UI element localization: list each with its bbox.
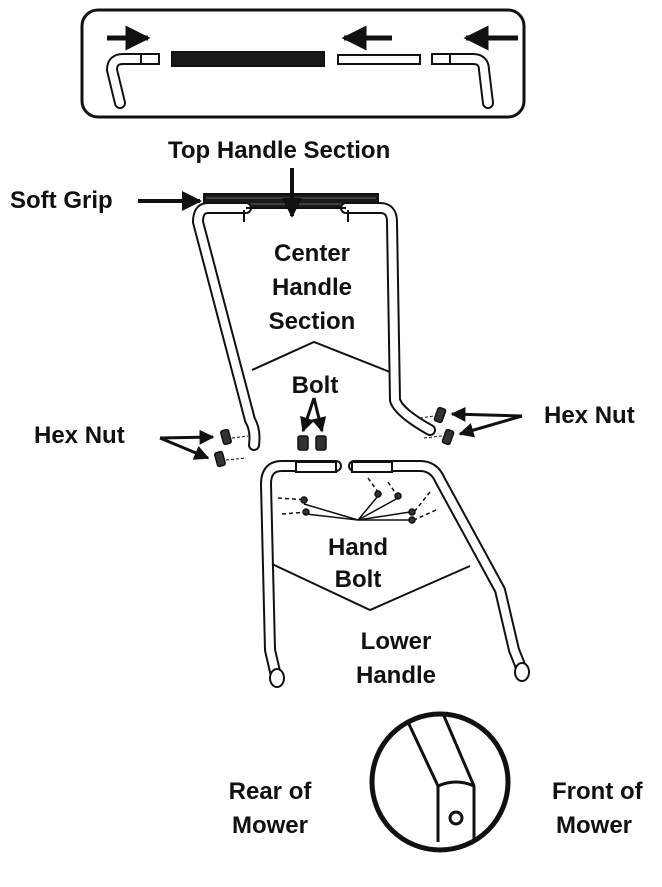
hand-bolt-leaders — [303, 495, 411, 521]
hex-nut-left-label: Hex Nut — [34, 422, 125, 449]
soft-grip-label: Soft Grip — [10, 187, 113, 214]
bolt-label: Bolt — [291, 372, 339, 399]
center-handle-section — [192, 202, 436, 451]
hand-bolt-label-1: Hand — [328, 534, 388, 561]
lower-handle-label-1: Lower — [360, 628, 432, 655]
center-handle-label-3: Section — [268, 308, 356, 335]
hand-bolts — [277, 477, 437, 524]
front-of-mower-label-2: Mower — [556, 812, 633, 839]
inset-soft-grip — [171, 51, 325, 67]
hex-nuts-left — [214, 428, 249, 468]
detail-circle — [369, 711, 511, 853]
inset-center-tube — [337, 54, 421, 65]
hex-nut-right-arrow-2 — [458, 414, 523, 438]
front-of-mower-label-1: Front of — [552, 778, 643, 805]
inset-exploded-parts — [80, 8, 526, 119]
center-handle-label-1: Center — [273, 240, 351, 267]
bolt-arrow-2 — [311, 397, 327, 433]
lower-handle-label-2: Handle — [355, 662, 436, 689]
bolts-top — [297, 435, 327, 451]
inset-left-elbow — [105, 53, 160, 109]
hex-nut-right-arrow-1 — [450, 406, 523, 422]
hex-nut-left-arrow-1 — [159, 429, 215, 445]
bolt-arrow-1 — [300, 397, 316, 433]
lower-handle — [260, 460, 530, 688]
rear-of-mower-label-1: Rear of — [228, 778, 312, 805]
inset-right-elbow — [431, 53, 494, 109]
hex-nut-right-label: Hex Nut — [544, 402, 635, 429]
hex-nut-left-arrow-2 — [159, 436, 210, 460]
center-handle-label-2: Handle — [271, 274, 352, 301]
hand-bolt-label-2: Bolt — [334, 566, 382, 593]
rear-of-mower-label-2: Mower — [231, 812, 308, 839]
hex-nuts-right — [419, 406, 455, 446]
top-handle-section-label: Top Handle Section — [168, 137, 391, 164]
